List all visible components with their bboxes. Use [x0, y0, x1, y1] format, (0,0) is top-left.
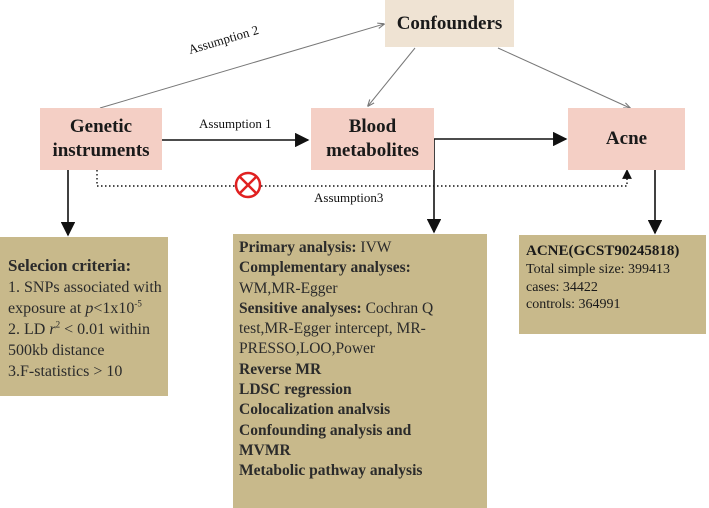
metabolic-pathway: Metabolic pathway analysis [239, 462, 423, 480]
sensitive-analyses: Sensitive analyses: Cochran Q [239, 299, 434, 317]
criteria-line5: 3.F-statistics > 10 [8, 363, 123, 380]
complementary-label: Complementary analyses: [239, 259, 411, 277]
confounders-node: Confounders [385, 0, 514, 47]
selection-criteria-panel: Selecion criteria: 1. SNPs associated wi… [0, 237, 168, 396]
confounders-label: Confounders [396, 12, 503, 34]
blood-label-line2: metabolites [326, 140, 419, 161]
primary-analysis: Primary analysis: IVW [239, 239, 392, 256]
blocked-icon [234, 171, 262, 199]
colocalization: Colocalization analvsis [239, 401, 391, 419]
ldsc-regression: LDSC regression [239, 381, 352, 399]
genetic-label-line1: Genetic [69, 116, 133, 137]
reverse-mr: Reverse MR [239, 360, 322, 378]
confounding-line1: Confounding analysis and [239, 421, 412, 439]
assumption2-arrow [99, 24, 384, 109]
criteria-line3: 2. LD r2 < 0.01 within [8, 319, 150, 338]
assumption1-label: Assumption 1 [199, 116, 272, 131]
acne-dataset-title: ACNE(GCST90245818) [526, 243, 680, 259]
blood-label-line1: Blood [348, 116, 397, 137]
genetic-label-line2: instruments [52, 140, 150, 161]
acne-dataset-panel: ACNE(GCST90245818) Total simple size: 39… [519, 235, 706, 334]
acne-label: Acne [605, 128, 648, 149]
criteria-line1: 1. SNPs associated with [8, 279, 162, 296]
criteria-title: Selecion criteria: [8, 256, 132, 275]
complementary-value: WM,MR-Egger [239, 279, 338, 297]
analysis-panel: Primary analysis: IVW Complementary anal… [233, 234, 487, 508]
acne-node: Acne [568, 108, 685, 170]
blood-metabolites-node: Blood metabolites [311, 108, 434, 170]
criteria-line4: 500kb distance [8, 342, 105, 359]
acne-cases: cases: 34422 [526, 279, 598, 295]
assumption3-dotted-path [96, 169, 632, 187]
assumption3-label: Assumption3 [314, 190, 384, 205]
confounders-to-blood-arrow [368, 47, 416, 106]
sensitive-line2: test,MR-Egger intercept, MR- [239, 320, 426, 338]
genetic-instruments-node: Genetic instruments [40, 108, 162, 170]
acne-controls: controls: 364991 [526, 297, 621, 312]
acne-total: Total simple size: 399413 [526, 262, 671, 277]
criteria-line2: exposure at p<1x10-5 [8, 298, 142, 317]
confounders-to-acne-arrow [497, 47, 630, 108]
confounding-line2: MVMR [239, 441, 291, 459]
sensitive-line3: PRESSO,LOO,Power [239, 340, 376, 358]
